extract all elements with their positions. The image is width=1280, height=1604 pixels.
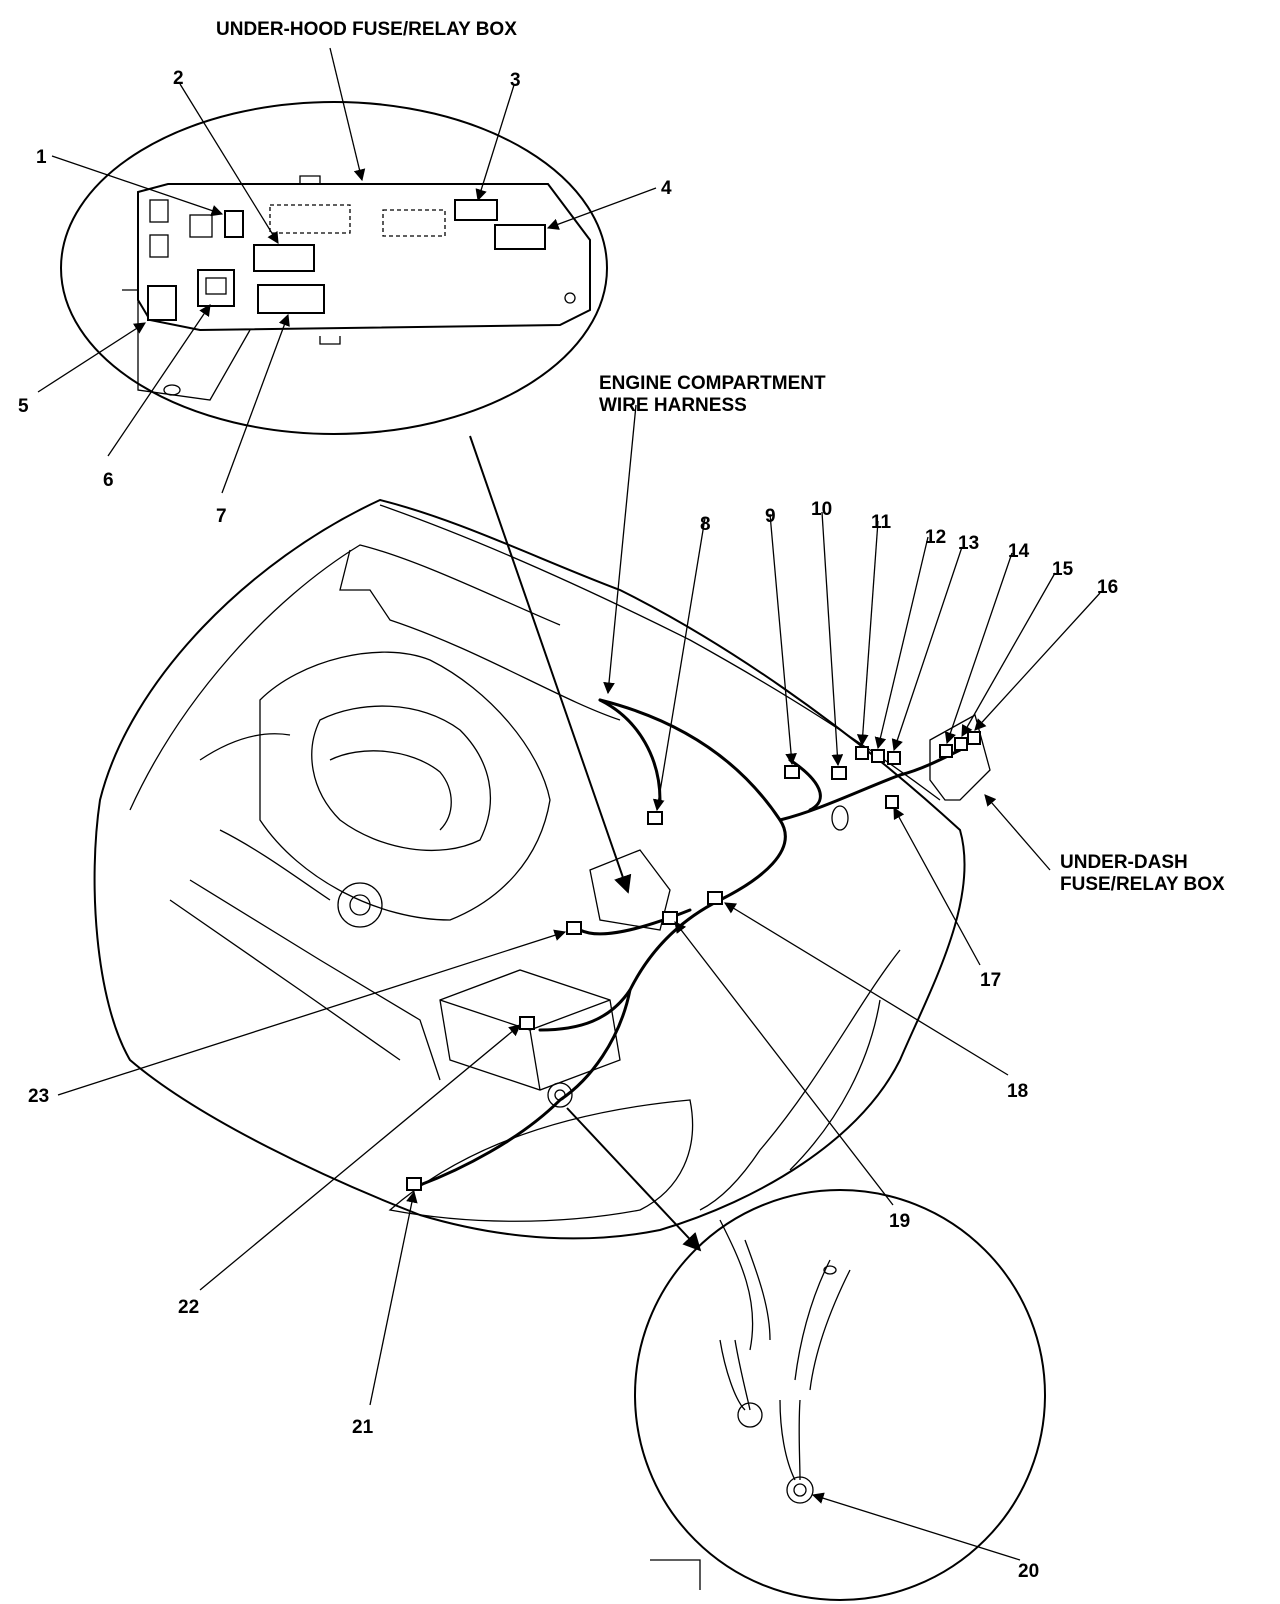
callout-17: 17: [980, 970, 1001, 991]
callout-20: 20: [1018, 1561, 1039, 1582]
engine-bay-view: [93, 498, 991, 1240]
callout-22: 22: [178, 1297, 199, 1318]
callout-19: 19: [889, 1211, 910, 1232]
underhood-detail-view: [60, 101, 608, 435]
underhood-box-label: UNDER-HOOD FUSE/RELAY BOX: [216, 19, 517, 40]
underdash-box-label-line2: FUSE/RELAY BOX: [1060, 874, 1225, 895]
callout-11: 11: [871, 512, 892, 533]
callout-8: 8: [700, 514, 711, 535]
leader-lines: [37, 47, 1101, 1561]
callout-23: 23: [28, 1086, 49, 1107]
callout-1: 1: [36, 147, 47, 168]
harness-label-line1: ENGINE COMPARTMENT: [599, 373, 826, 394]
callout-7: 7: [216, 506, 227, 527]
callout-5: 5: [18, 396, 29, 417]
callout-6: 6: [103, 470, 114, 491]
harness-label-line2: WIRE HARNESS: [599, 395, 747, 416]
callout-18: 18: [1007, 1081, 1028, 1102]
callout-16: 16: [1097, 577, 1118, 598]
callout-21: 21: [352, 1417, 374, 1438]
callout-4: 4: [661, 178, 672, 199]
callout-12: 12: [925, 527, 946, 548]
callout-13: 13: [958, 533, 979, 554]
callout-3: 3: [510, 70, 521, 91]
callout-14: 14: [1008, 541, 1030, 562]
callout-15: 15: [1052, 559, 1074, 580]
callout-9: 9: [765, 506, 776, 527]
callout-2: 2: [173, 68, 184, 89]
underdash-box-label-line1: UNDER-DASH: [1060, 852, 1188, 873]
ground-detail-view: [634, 1189, 1046, 1601]
callout-10: 10: [811, 499, 832, 520]
